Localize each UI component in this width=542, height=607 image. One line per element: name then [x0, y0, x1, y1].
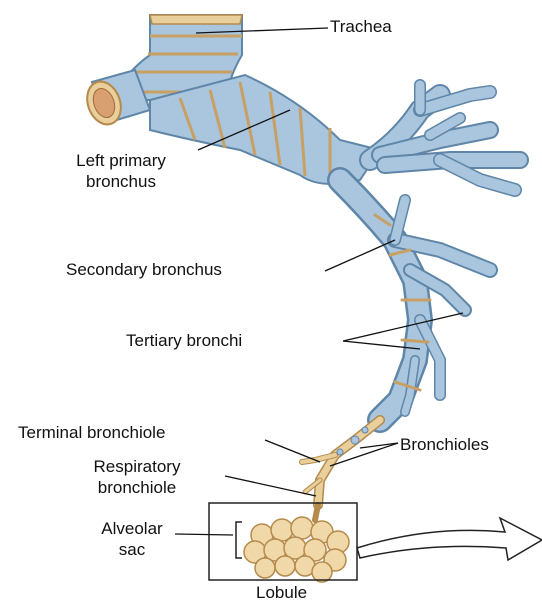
label-left-primary-bronchus: Left primary bronchus — [46, 150, 196, 192]
lower-branches — [340, 180, 490, 420]
label-bronchioles: Bronchioles — [400, 434, 489, 455]
label-respiratory-bronchiole-line1: Respiratory — [52, 456, 222, 477]
label-trachea: Trachea — [330, 16, 392, 37]
upper-branches — [370, 85, 520, 190]
label-respiratory-bronchiole-line2: bronchiole — [52, 477, 222, 498]
label-alveolar-sac: Alveolar sac — [92, 518, 172, 560]
label-tertiary-bronchi: Tertiary bronchi — [126, 330, 242, 351]
alveolar-sac-bracket — [236, 522, 242, 558]
alveolar-sac-cluster — [244, 505, 349, 582]
label-alveolar-sac-line1: Alveolar — [92, 518, 172, 539]
label-left-primary-bronchus-line2: bronchus — [46, 171, 196, 192]
expand-arrow-icon — [357, 518, 542, 560]
label-secondary-bronchus: Secondary bronchus — [66, 259, 222, 280]
label-left-primary-bronchus-line1: Left primary — [46, 150, 196, 171]
label-alveolar-sac-line2: sac — [92, 539, 172, 560]
label-lobule: Lobule — [256, 582, 307, 603]
label-terminal-bronchiole: Terminal bronchiole — [18, 422, 165, 443]
label-respiratory-bronchiole: Respiratory bronchiole — [52, 456, 222, 498]
